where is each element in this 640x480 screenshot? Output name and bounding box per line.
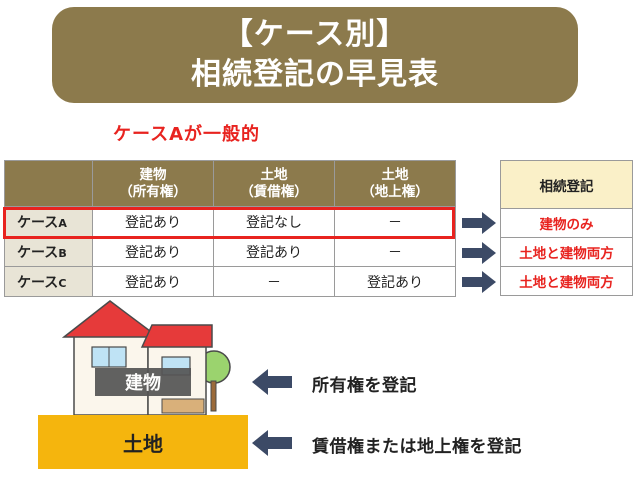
matrix-header-blank [4,160,93,207]
row-case-c: ケースC [4,266,93,297]
header-label: 建物 [139,166,167,183]
matrix-header-building: 建物 （所有権） [92,160,214,207]
cell: 登記あり [92,236,214,267]
matrix-header-land-superficies: 土地 （地上権） [334,160,456,207]
case-letter: B [58,246,67,260]
left-arrow-icon [252,430,292,456]
header-label: 土地 [260,166,288,183]
right-arrow-icon [462,271,496,293]
building-note: 所有権を登記 [312,376,417,396]
case-label: ケース [17,244,59,261]
case-letter: C [58,276,67,290]
title-line-1: 【ケース別】 [222,17,408,52]
result-row: 土地と建物両方 [500,237,633,267]
cell: － [334,206,456,237]
result-table: 相続登記 建物のみ 土地と建物両方 土地と建物両方 [500,160,633,296]
table-row: ケースA 登記あり 登記なし － [4,206,456,237]
right-arrow-icon [462,242,496,264]
case-matrix-table: 建物 （所有権） 土地 （賃借権） 土地 （地上権） ケースA 登記あり 登記な… [4,160,456,297]
cell: － [334,236,456,267]
case-note: ケースAが一般的 [113,124,261,145]
cell: 登記あり [92,266,214,297]
table-row: ケースB 登記あり 登記あり － [4,236,456,267]
left-arrow-icon [252,369,292,395]
table-row: ケースC 登記あり － 登記あり [4,266,456,297]
land-block: 土地 [38,415,248,469]
cell: 登記なし [213,206,335,237]
result-row: 土地と建物両方 [500,266,633,296]
cell: 登記あり [334,266,456,297]
land-note: 賃借権または地上権を登記 [312,437,522,457]
title-banner: 【ケース別】 相続登記の早見表 [52,7,578,103]
matrix-header-row: 建物 （所有権） 土地 （賃借権） 土地 （地上権） [4,160,456,207]
header-sublabel: （所有権） [119,183,187,200]
header-sublabel: （賃借権） [240,183,308,200]
title-line-2: 相続登記の早見表 [191,57,439,92]
case-label: ケース [17,214,59,231]
header-sublabel: （地上権） [361,183,429,200]
header-label: 土地 [381,166,409,183]
result-header: 相続登記 [500,160,633,209]
case-label: ケース [17,274,59,291]
cell: 登記あり [92,206,214,237]
right-arrow-icon [462,212,496,234]
matrix-header-land-lease: 土地 （賃借権） [213,160,335,207]
result-row: 建物のみ [500,208,633,238]
cell: － [213,266,335,297]
building-label: 建物 [95,368,191,396]
cell: 登記あり [213,236,335,267]
case-letter: A [58,216,67,230]
house-illustration [62,300,231,415]
land-label: 土地 [123,431,163,456]
row-case-a: ケースA [4,206,93,237]
row-case-b: ケースB [4,236,93,267]
